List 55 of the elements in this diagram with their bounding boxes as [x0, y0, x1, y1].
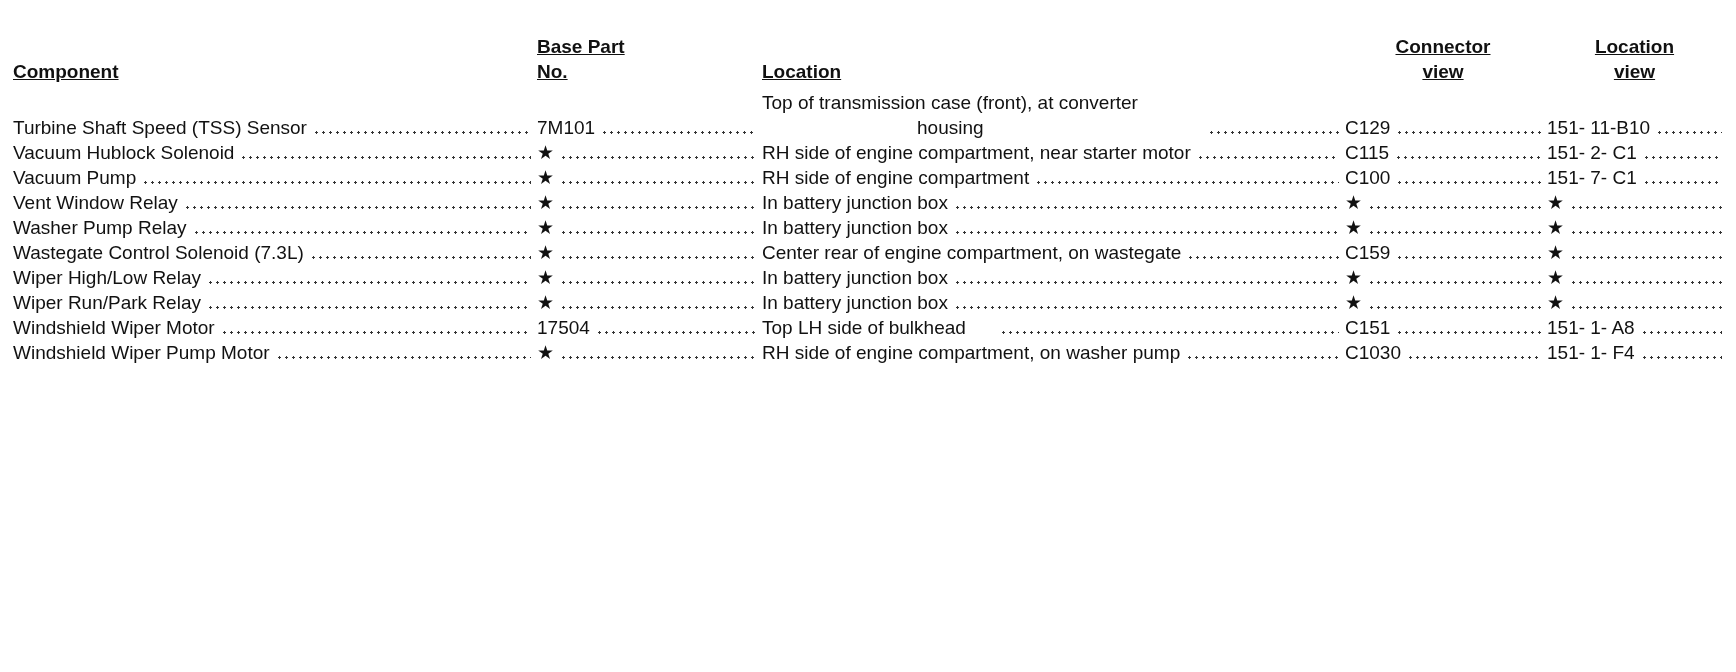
part-number: ★ — [537, 191, 554, 215]
component-name: Windshield Wiper Pump Motor — [13, 341, 270, 365]
connector-id: ★ — [1345, 191, 1362, 215]
connector-id: C159 — [1345, 241, 1391, 265]
component-name: Wiper High/Low Relay — [13, 266, 201, 290]
component-name: Turbine Shaft Speed (TSS) Sensor — [13, 116, 307, 140]
component-name: Windshield Wiper Motor — [13, 316, 215, 340]
location-view-ref: ★ — [1547, 291, 1564, 315]
column-heading: Location view — [1593, 35, 1676, 84]
component-name: Vacuum Hublock Solenoid — [13, 141, 235, 165]
location-text: Center rear of engine compartment, on wastegate — [762, 241, 1182, 265]
part-number: ★ — [537, 291, 554, 315]
connector-id: C115 — [1345, 141, 1389, 165]
part-number: ★ — [537, 216, 554, 240]
part-number: ★ — [537, 341, 554, 365]
location-text: Top of transmission case (front), at converter housing — [762, 91, 1139, 140]
connector-id: ★ — [1345, 291, 1362, 315]
location-view-ref: 151- 1- A8 — [1547, 316, 1635, 340]
connector-id: C1030 — [1345, 341, 1401, 365]
component-name: Washer Pump Relay — [13, 216, 187, 240]
location-text: RH side of engine compartment — [762, 166, 1030, 190]
connector-id: C151 — [1345, 316, 1391, 340]
location-text: In battery junction box — [762, 216, 948, 240]
part-number: ★ — [537, 241, 554, 265]
part-number: 17504 — [537, 316, 590, 340]
location-view-ref: ★ — [1547, 241, 1564, 265]
location-text: In battery junction box — [762, 291, 948, 315]
location-text: In battery junction box — [762, 266, 948, 290]
location-view-ref: ★ — [1547, 216, 1564, 240]
column-heading: Base Part No. — [537, 35, 626, 84]
component-name: Wiper Run/Park Relay — [13, 291, 201, 315]
location-view-ref: 151- 11-B10 — [1547, 116, 1651, 140]
component-name: Vacuum Pump — [13, 166, 137, 190]
location-view-ref: 151- 7- C1 — [1547, 166, 1637, 190]
part-number: ★ — [537, 141, 554, 165]
column-heading: Location — [762, 60, 842, 84]
connector-id: C129 — [1345, 116, 1391, 140]
component-name: Vent Window Relay — [13, 191, 178, 215]
column-heading: Component — [13, 60, 119, 84]
connector-id: ★ — [1345, 266, 1362, 290]
location-view-ref: 151- 1- F4 — [1547, 341, 1635, 365]
location-view-ref: ★ — [1547, 266, 1564, 290]
location-view-ref: 151- 2- C1 — [1547, 141, 1637, 165]
column-heading: Connector view — [1394, 35, 1492, 84]
location-text: RH side of engine compartment, on washer pump — [762, 341, 1181, 365]
part-number: ★ — [537, 266, 554, 290]
location-text: Top LH side of bulkhead — [762, 316, 967, 340]
part-number: 7M101 — [537, 116, 596, 140]
location-text: In battery junction box — [762, 191, 948, 215]
location-view-ref: ★ — [1547, 191, 1564, 215]
component-name: Wastegate Control Solenoid (7.3L) — [13, 241, 304, 265]
location-text: RH side of engine compartment, near starter motor — [762, 141, 1191, 165]
connector-id: ★ — [1345, 216, 1362, 240]
part-number: ★ — [537, 166, 554, 190]
connector-id: C100 — [1345, 166, 1391, 190]
